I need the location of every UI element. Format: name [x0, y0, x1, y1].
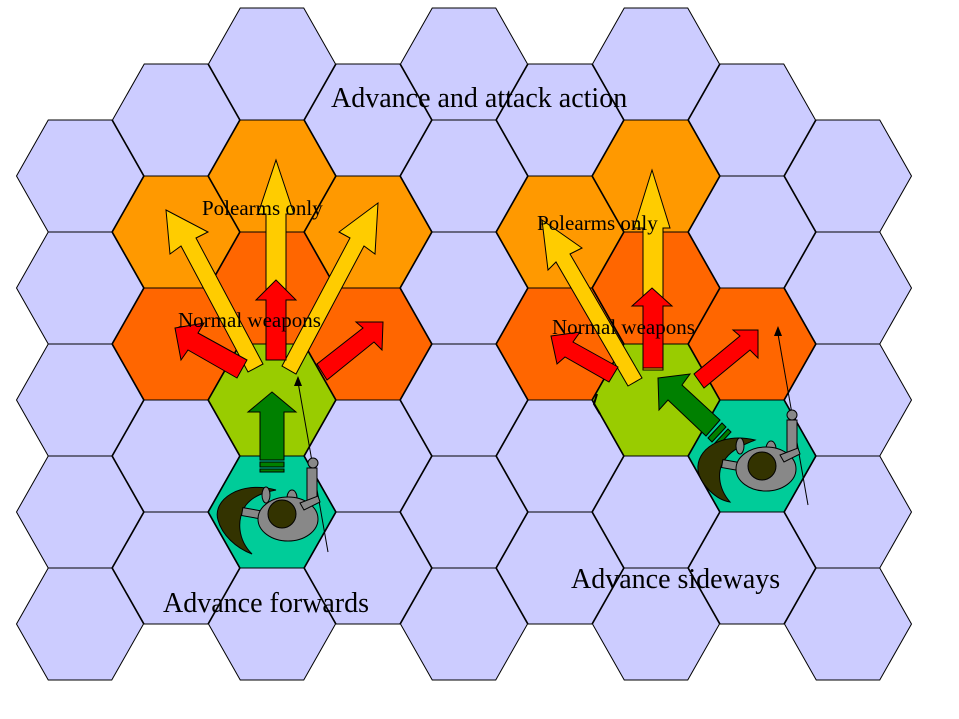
polearm-arrow-left-icon	[165, 209, 264, 373]
hex-cell	[591, 567, 721, 681]
normal-arrow-right-icon	[693, 329, 759, 389]
normal-arrow-up-icon	[254, 279, 298, 361]
hex-cell	[399, 567, 529, 681]
advance-sideways-caption: Advance sideways	[571, 564, 780, 595]
normal-weapons-label: Normal weapons	[552, 315, 695, 339]
move-arrow-forward-icon	[246, 391, 298, 473]
diagram-title: Advance and attack action	[331, 83, 627, 114]
hex-cell	[303, 511, 433, 625]
normal-arrow-left-icon	[550, 331, 619, 383]
polearms-only-label: Polearms only	[537, 211, 658, 235]
panel-advance-sideways: Polearms only Normal weapons Advance sid…	[537, 168, 809, 595]
hex-cell	[111, 511, 241, 625]
advance-forwards-caption: Advance forwards	[163, 588, 369, 619]
creature-with-polearm-icon	[216, 376, 329, 555]
normal-arrow-right-icon	[316, 321, 384, 381]
hex-cell	[495, 511, 625, 625]
creature-with-polearm-icon	[697, 326, 809, 506]
hex-cell	[783, 567, 913, 681]
hex-cell	[15, 567, 145, 681]
polearms-only-label: Polearms only	[202, 196, 323, 220]
normal-arrow-left-icon	[174, 322, 248, 379]
polearm-arrow-left-icon	[541, 218, 643, 387]
polearm-arrow-right-icon	[281, 201, 379, 375]
panel-advance-forwards: Polearms only Normal weapons Advance for…	[163, 158, 384, 619]
normal-weapons-label: Normal weapons	[178, 308, 321, 332]
normal-arrow-up-icon	[630, 287, 674, 369]
